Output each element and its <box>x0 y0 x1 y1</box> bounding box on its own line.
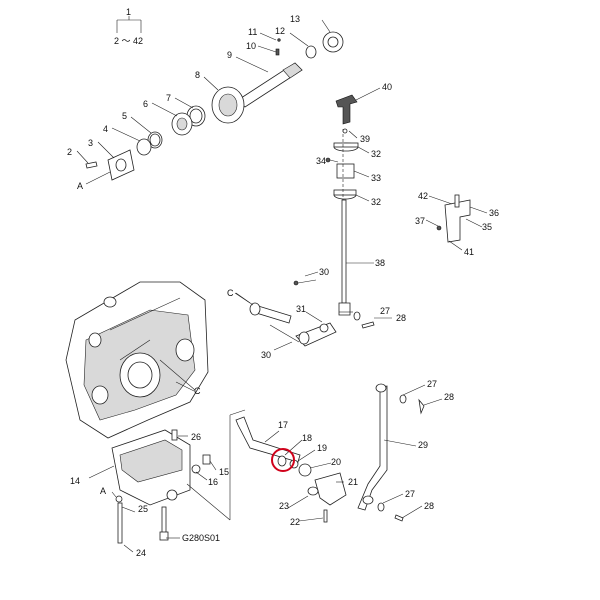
callout-15: 15 <box>219 467 229 477</box>
callout-26: 26 <box>191 432 201 442</box>
callout-31: 31 <box>296 304 306 314</box>
callout-8: 8 <box>195 70 200 80</box>
callout-38: 38 <box>375 258 385 268</box>
callout-18: 18 <box>302 433 312 443</box>
callout-40: 40 <box>382 82 392 92</box>
callout-16: 16 <box>208 477 218 487</box>
range-top-label: 1 <box>126 7 131 17</box>
callout-27-lower-right: 27 <box>405 489 415 499</box>
callout-3: 3 <box>88 138 93 148</box>
callout-35: 35 <box>482 222 492 232</box>
callout-41: 41 <box>464 247 474 257</box>
range-bottom-label: 2 ～ 42 <box>114 36 143 46</box>
highlight-circle <box>271 448 295 472</box>
callout-28-lower-right: 28 <box>424 501 434 511</box>
callout-11: 11 <box>248 27 257 37</box>
callout-28-mid: 28 <box>396 313 406 323</box>
callout-20: 20 <box>331 457 341 467</box>
callout-27-upper-right: 27 <box>427 379 437 389</box>
callout-7: 7 <box>166 93 171 103</box>
right-lever-assembly <box>357 383 443 522</box>
shift-shaft-assembly <box>235 416 347 523</box>
callout-22: 22 <box>290 517 300 527</box>
callout-32-upper: 32 <box>371 149 381 159</box>
lower-housing <box>88 409 246 553</box>
callout-9: 9 <box>227 50 232 60</box>
callout-17: 17 <box>278 420 288 430</box>
callout-4: 4 <box>103 124 108 134</box>
callout-25: 25 <box>138 504 148 514</box>
ref-a-bottom: A <box>100 486 106 496</box>
callout-30-upper: 30 <box>319 267 329 277</box>
callout-24: 24 <box>136 548 146 558</box>
callout-30-lower: 30 <box>261 350 271 360</box>
callout-5: 5 <box>122 111 127 121</box>
callout-14: 14 <box>70 476 80 486</box>
callout-10: 10 <box>246 41 256 51</box>
shift-lever-stack <box>325 87 381 316</box>
callout-39: 39 <box>360 134 370 144</box>
shaft-assembly <box>76 19 344 185</box>
callout-12: 12 <box>275 26 285 36</box>
callout-34: 34 <box>316 156 326 166</box>
callout-19: 19 <box>317 443 327 453</box>
ref-c-case: C <box>194 386 201 396</box>
callout-labels: 2 3 4 5 6 7 8 9 10 11 12 13 14 15 16 17 … <box>67 14 499 558</box>
callout-37: 37 <box>415 216 425 226</box>
side-bracket <box>425 194 488 251</box>
callout-21: 21 <box>348 477 358 487</box>
callout-36: 36 <box>489 208 499 218</box>
ref-a-top: A <box>77 181 83 191</box>
callout-27-mid: 27 <box>380 306 390 316</box>
callout-13: 13 <box>290 14 300 24</box>
callout-6: 6 <box>143 99 148 109</box>
drawing-code: G280S01 <box>182 533 220 543</box>
callout-28-upper-right: 28 <box>444 392 454 402</box>
ref-c-mid: C <box>227 288 234 298</box>
range-bracket: 1 2 ～ 42 <box>114 7 143 46</box>
transmission-case <box>65 281 209 439</box>
callout-32-lower: 32 <box>371 197 381 207</box>
callout-29: 29 <box>418 440 428 450</box>
mid-lever-assembly <box>235 271 392 351</box>
callout-42: 42 <box>418 191 428 201</box>
callout-33: 33 <box>371 173 381 183</box>
callout-2: 2 <box>67 147 72 157</box>
callout-23: 23 <box>279 501 289 511</box>
